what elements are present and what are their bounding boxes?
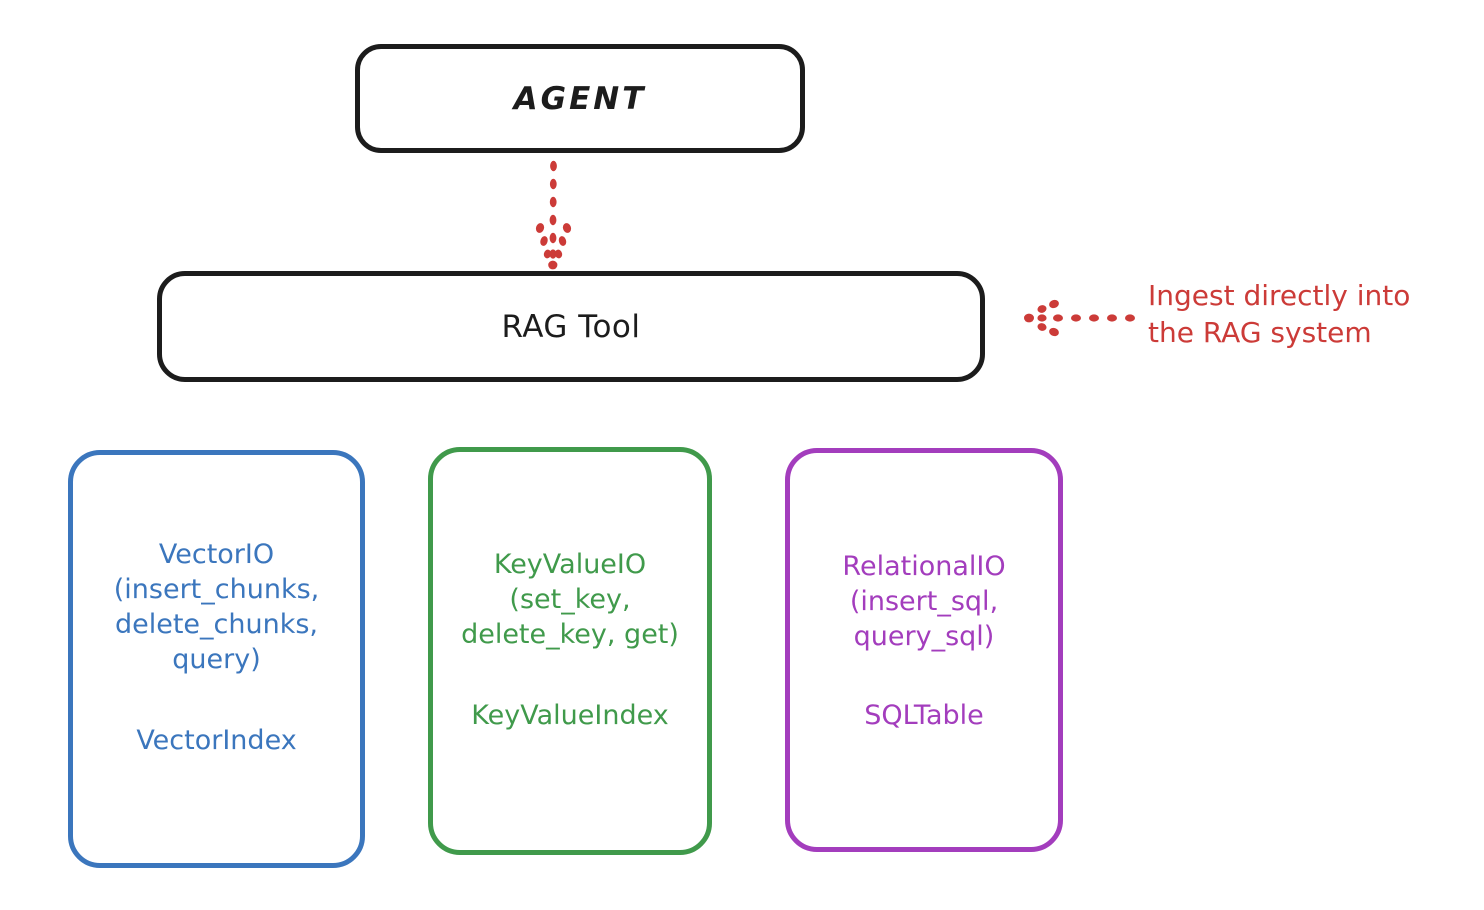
node-agent[interactable]: AGENT (355, 44, 805, 153)
node-relational-io-api-label: RelationalIO (insert_sql, query_sql) (842, 551, 1006, 653)
dotted-left-arrow-icon (1024, 299, 1135, 337)
dotted-down-arrow-icon (535, 160, 572, 270)
node-vector-io[interactable]: VectorIO (insert_chunks, delete_chunks, … (68, 450, 365, 868)
node-vector-io-entity-label: VectorIndex (136, 725, 297, 757)
node-key-value-io[interactable]: KeyValueIO (set_key, delete_key, get) Ke… (428, 447, 712, 855)
annotation-ingest: Ingest directly into the RAG system (1148, 279, 1411, 349)
connector-ingest-to-rag-tool (1016, 288, 1146, 348)
node-key-value-io-api-label: KeyValueIO (set_key, delete_key, get) (461, 549, 679, 651)
node-relational-io[interactable]: RelationalIO (insert_sql, query_sql) SQL… (785, 448, 1063, 852)
node-relational-io-entity-label: SQLTable (864, 700, 984, 732)
node-agent-label: AGENT (513, 80, 647, 117)
node-rag-tool[interactable]: RAG Tool (157, 271, 985, 382)
node-key-value-io-entity-label: KeyValueIndex (471, 700, 669, 732)
connector-agent-to-rag-tool (498, 158, 608, 273)
node-vector-io-api-label: VectorIO (insert_chunks, delete_chunks, … (113, 539, 320, 676)
node-rag-tool-label: RAG Tool (501, 308, 641, 345)
